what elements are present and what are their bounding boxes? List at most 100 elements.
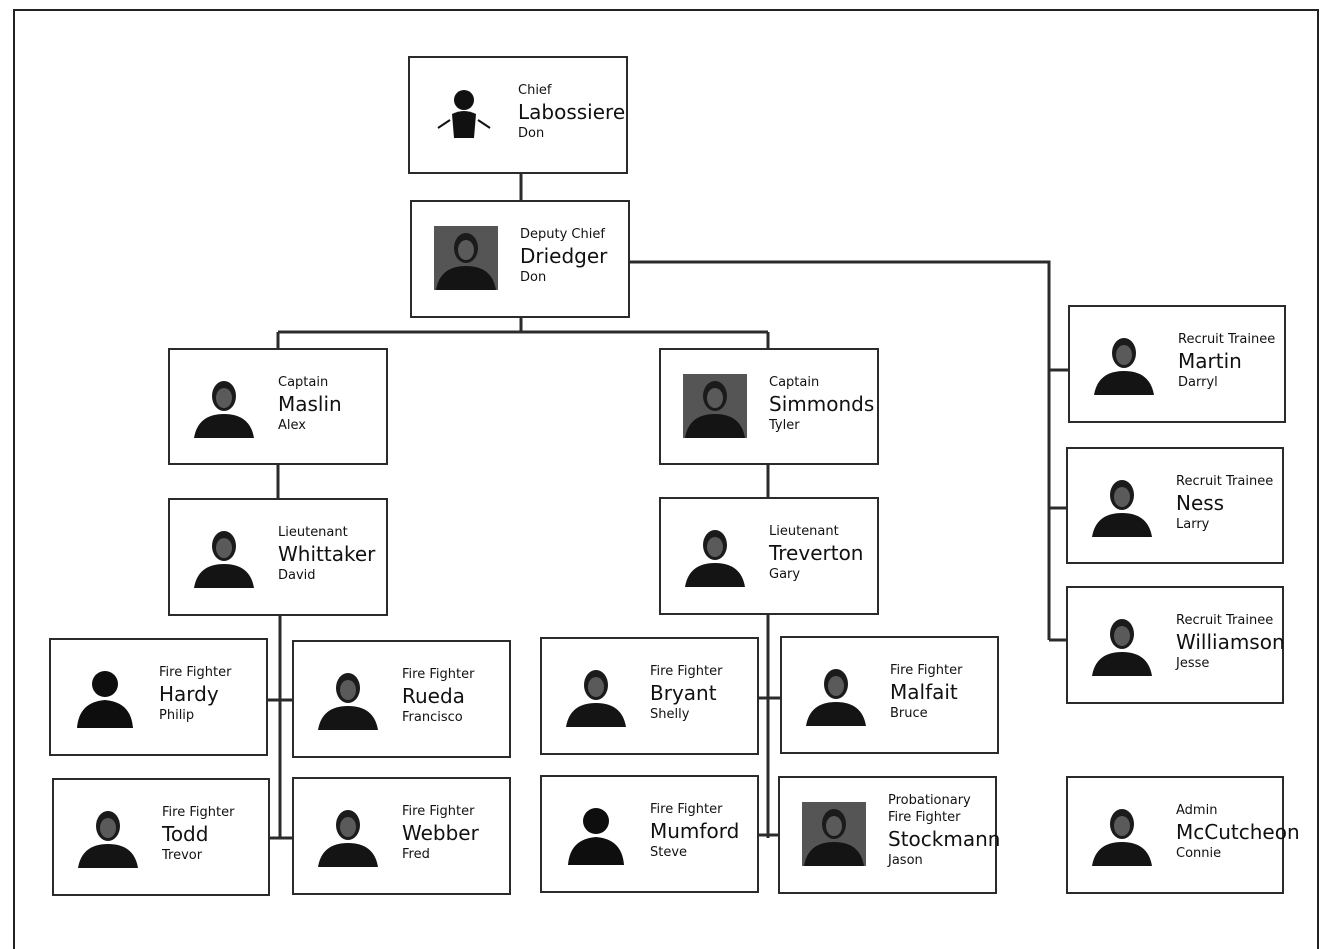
- person-first-name: Francisco: [402, 710, 463, 725]
- person-photo: [804, 662, 868, 726]
- person-first-name: Jesse: [1176, 656, 1210, 671]
- person-last-name: Stockmann: [888, 827, 1001, 851]
- person-first-name: Tyler: [769, 418, 800, 433]
- person-role: Fire Fighter: [402, 667, 475, 682]
- person-first-name: Fred: [402, 847, 430, 862]
- person-first-name: Trevor: [162, 848, 203, 863]
- person-photo: [564, 801, 628, 865]
- person-role: Lieutenant: [278, 525, 348, 540]
- diagram-frame: [13, 9, 1319, 949]
- person-last-name: Martin: [1178, 349, 1242, 373]
- person-role: Fire Fighter: [650, 664, 723, 679]
- person-last-name: Williamson: [1176, 630, 1285, 654]
- person-photo: [1090, 473, 1154, 537]
- person-role: Fire Fighter: [890, 663, 963, 678]
- person-role: Fire Fighter: [650, 802, 723, 817]
- person-first-name: Darryl: [1178, 375, 1218, 390]
- person-role: Chief: [518, 83, 552, 98]
- person-first-name: Steve: [650, 845, 688, 860]
- connector-treverton-ffs: [759, 615, 780, 838]
- person-role: Fire Fighter: [162, 805, 235, 820]
- person-last-name: Labossiere: [518, 100, 626, 124]
- person-role: Probationary Fire Fighter: [888, 793, 971, 825]
- person-last-name: Webber: [402, 821, 479, 845]
- person-last-name: Ness: [1176, 491, 1225, 515]
- person-last-name: Simmonds: [769, 392, 875, 416]
- person-first-name: Philip: [159, 708, 195, 723]
- person-first-name: Shelly: [650, 707, 690, 722]
- person-role: Deputy Chief: [520, 227, 605, 242]
- connector-deputy-recruits: [629, 260, 1068, 642]
- person-photo: [432, 82, 496, 146]
- person-photo: [316, 666, 380, 730]
- person-last-name: Bryant: [650, 681, 717, 705]
- person-first-name: Larry: [1176, 517, 1210, 532]
- person-first-name: David: [278, 568, 316, 583]
- person-photo: [1092, 331, 1156, 395]
- person-last-name: Driedger: [520, 244, 608, 268]
- person-role: Captain: [278, 375, 329, 390]
- person-photo: [683, 374, 747, 438]
- person-last-name: Maslin: [278, 392, 342, 416]
- person-photo: [1090, 612, 1154, 676]
- person-role: Fire Fighter: [159, 665, 232, 680]
- person-photo: [1090, 802, 1154, 866]
- person-last-name: Whittaker: [278, 542, 376, 566]
- person-role: Captain: [769, 375, 820, 390]
- person-first-name: Bruce: [890, 706, 928, 721]
- person-last-name: Mumford: [650, 819, 740, 843]
- person-last-name: Malfait: [890, 680, 958, 704]
- connector-deputy-captains: [276, 318, 770, 348]
- person-first-name: Gary: [769, 567, 801, 582]
- person-last-name: Todd: [162, 822, 209, 846]
- person-first-name: Alex: [278, 418, 306, 433]
- person-last-name: Hardy: [159, 682, 219, 706]
- person-role: Admin: [1176, 803, 1218, 818]
- person-last-name: McCutcheon: [1176, 820, 1300, 844]
- person-photo: [802, 802, 866, 866]
- person-last-name: Treverton: [769, 541, 864, 565]
- person-photo: [73, 664, 137, 728]
- person-photo: [192, 374, 256, 438]
- person-photo: [192, 524, 256, 588]
- person-role: Lieutenant: [769, 524, 839, 539]
- person-first-name: Jason: [888, 853, 923, 868]
- person-first-name: Don: [520, 270, 547, 285]
- person-role: Fire Fighter: [402, 804, 475, 819]
